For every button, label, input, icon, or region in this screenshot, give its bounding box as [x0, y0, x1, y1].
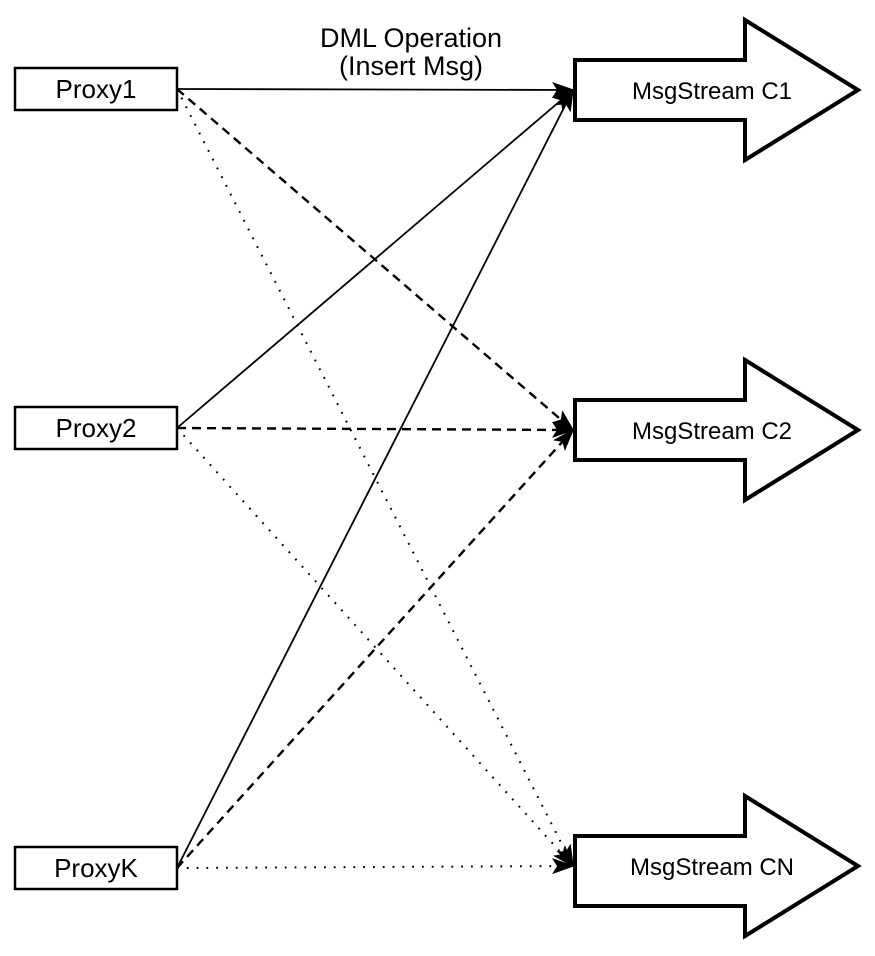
edge-proxy2-to-c2-dashed	[176, 421, 575, 438]
proxy1-node: Proxy1	[13, 66, 179, 112]
edges-layer	[176, 81, 575, 875]
msgstream-c1-node: MsgStream C1	[573, 16, 862, 164]
proxyk-box	[13, 845, 179, 891]
proxy2-node: Proxy2	[13, 405, 179, 451]
edge-proxy1-to-cn-dotted	[176, 88, 574, 868]
dml-operation-label-line1: DML Operation	[320, 23, 502, 53]
proxy2-label: Proxy2	[56, 413, 137, 443]
msgstream-cn-label: MsgStream CN	[630, 854, 794, 881]
msgstream-c2-node: MsgStream C2	[573, 356, 862, 504]
proxyk-label: ProxyK	[54, 853, 138, 883]
edge-proxyk-to-c1-solid	[176, 88, 574, 869]
msgstream-c2-arrow-shape	[573, 356, 862, 504]
edge-proxy1-to-c1-solid	[176, 81, 575, 98]
msgstream-c1-arrow-shape	[573, 16, 862, 164]
edge-proxy2-to-cn-dotted	[176, 427, 575, 868]
proxy2-box	[13, 405, 179, 451]
edge-proxyk-to-cn-dotted	[176, 858, 575, 875]
msgstream-c2-label: MsgStream C2	[632, 418, 792, 445]
dml-operation-label-line2: (Insert Msg)	[339, 51, 483, 81]
edge-proxyk-to-c2-dashed	[176, 428, 575, 869]
msgstream-c1-label: MsgStream C1	[632, 78, 792, 105]
msgstream-cn-arrow-shape	[573, 792, 862, 940]
proxyk-node: ProxyK	[13, 845, 179, 891]
proxy1-box	[13, 66, 179, 112]
msgstream-cn-node: MsgStream CN	[573, 792, 862, 940]
proxy1-label: Proxy1	[56, 74, 137, 104]
edge-proxy1-to-c2-dashed	[176, 88, 575, 432]
